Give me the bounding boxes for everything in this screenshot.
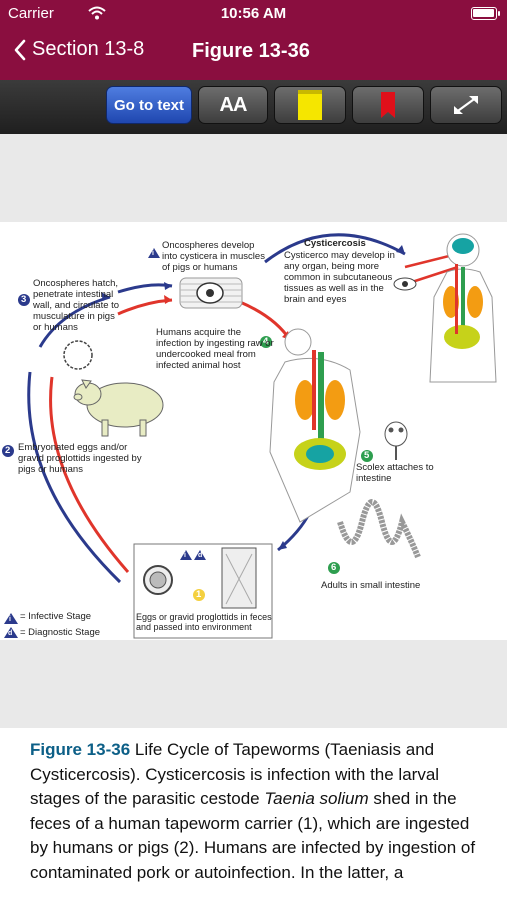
adults-label: Adults in small intestine bbox=[321, 580, 421, 591]
legend-diagnostic-label: = Diagnostic Stage bbox=[20, 627, 101, 638]
oncospheres-hatch-label: Oncospheres hatch, penetrate intestinal … bbox=[33, 278, 120, 333]
back-button[interactable]: Section 13-8 bbox=[14, 38, 144, 61]
font-size-button[interactable]: AA bbox=[198, 86, 268, 124]
step-3-number: 3 bbox=[21, 294, 27, 305]
figure-image[interactable]: 3 2 4 5 6 1 i d i d i Cysticercosis Cyst… bbox=[0, 222, 507, 640]
carrier-label: Carrier bbox=[8, 5, 54, 22]
expand-button[interactable] bbox=[430, 86, 502, 124]
status-time: 10:56 AM bbox=[220, 5, 287, 22]
human-cysticercosis-illustration bbox=[429, 233, 497, 383]
humans-acquire-label: Humans acquire the infection by ingestin… bbox=[156, 327, 274, 371]
page-title: Figure 13-36 bbox=[192, 40, 310, 62]
caption-text-2: shed in the feces of a human tapeworm ca… bbox=[30, 789, 476, 882]
oncospheres-develop-label: Oncospheres develop into cysticera in mu… bbox=[162, 240, 265, 273]
caption-italic-species: Taenia solium bbox=[264, 789, 369, 808]
human-infected-illustration bbox=[269, 328, 361, 523]
infective-marker-letter: i bbox=[184, 552, 186, 559]
scolex-illustration bbox=[384, 421, 408, 460]
step-2-number: 2 bbox=[5, 445, 11, 456]
eye-illustration bbox=[393, 277, 417, 291]
muscle-cyst-illustration bbox=[179, 277, 243, 309]
bookmark-button[interactable] bbox=[352, 86, 424, 124]
diagnostic-marker-letter: d bbox=[198, 552, 203, 559]
cysticercosis-title: Cysticercosis bbox=[304, 238, 366, 249]
step-1-number: 1 bbox=[196, 589, 202, 600]
battery-icon bbox=[471, 7, 500, 20]
note-icon bbox=[298, 90, 322, 120]
go-to-text-button[interactable]: Go to text bbox=[106, 86, 192, 124]
legend-infective-label: = Infective Stage bbox=[20, 611, 92, 622]
figure-caption: Figure 13-36 Life Cycle of Tapeworms (Ta… bbox=[30, 738, 490, 885]
lifecycle-diagram bbox=[2, 233, 497, 639]
status-bar: Carrier 10:56 AM bbox=[0, 0, 507, 28]
scolex-label: Scolex attaches to intestine bbox=[356, 462, 434, 484]
chevron-left-icon bbox=[14, 39, 26, 60]
oncosphere-develop-letter: i bbox=[152, 250, 154, 257]
step-6-number: 6 bbox=[331, 562, 337, 573]
pig-illustration bbox=[73, 379, 164, 437]
nav-bar: Section 13-8 Figure 13-36 bbox=[0, 28, 507, 80]
eggs-label: Eggs or gravid proglottids in feces and … bbox=[136, 612, 272, 632]
bookmark-icon bbox=[381, 92, 395, 118]
expand-icon bbox=[454, 96, 478, 114]
figure-number[interactable]: Figure 13-36 bbox=[30, 740, 131, 759]
font-size-label: AA bbox=[219, 93, 248, 116]
caption-text-1: Life Cycle of Tapeworms (Taeniasis and C… bbox=[30, 740, 440, 808]
wifi-icon bbox=[88, 6, 106, 20]
note-button[interactable] bbox=[274, 86, 346, 124]
oncosphere-illustration bbox=[63, 340, 93, 370]
toolbar: Go to text AA bbox=[0, 80, 507, 134]
diagnostic-stage-icon bbox=[4, 627, 18, 638]
cysticercosis-text: Cysticerco may develop in any organ, bei… bbox=[284, 250, 395, 305]
embryonated-label: Embryonated eggs and/or gravid proglotti… bbox=[18, 442, 142, 475]
step-5-number: 5 bbox=[364, 450, 370, 461]
adult-worm-illustration bbox=[337, 499, 421, 559]
back-label: Section 13-8 bbox=[32, 38, 145, 60]
legend-diagnostic-letter: d bbox=[8, 630, 13, 637]
infective-stage-icon bbox=[4, 613, 18, 624]
legend-infective-letter: i bbox=[9, 616, 11, 623]
step-4-number: 4 bbox=[263, 336, 269, 347]
